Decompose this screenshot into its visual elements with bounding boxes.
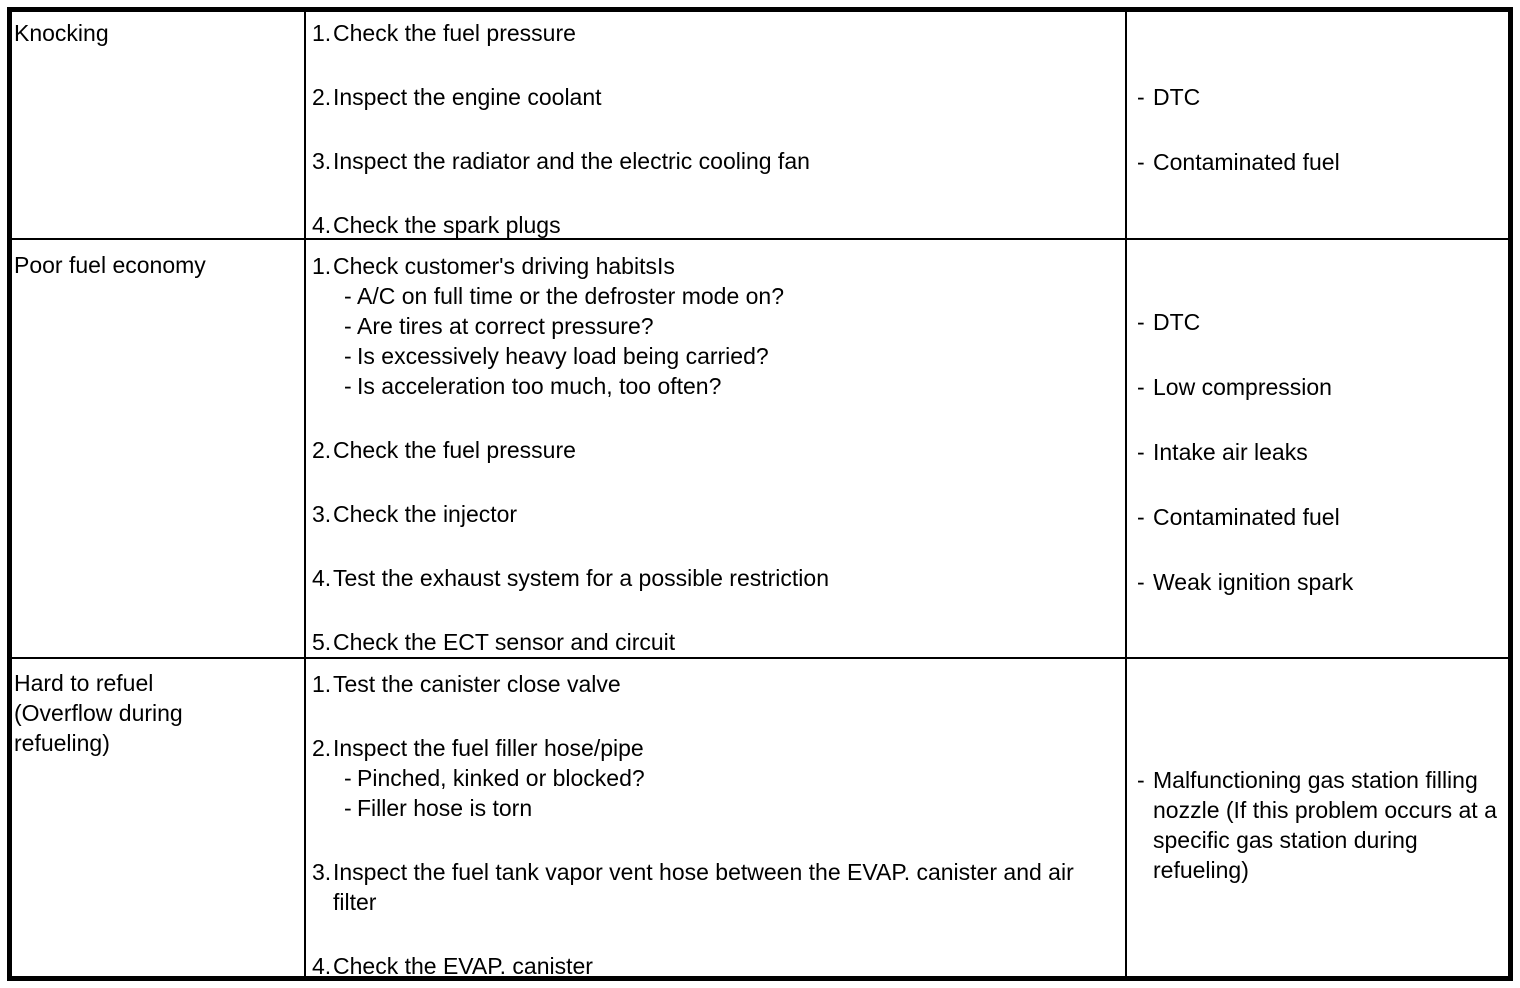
step-item: 4. Test the exhaust system for a possibl… bbox=[312, 563, 1125, 593]
sub-item: - Are tires at correct pressure? bbox=[333, 311, 1121, 341]
sub-item-text: Is excessively heavy load being carried? bbox=[357, 343, 769, 369]
cause-item: - Weak ignition spark bbox=[1137, 567, 1502, 597]
cause-item: - DTC bbox=[1137, 307, 1502, 337]
step-number: 3. bbox=[312, 501, 332, 527]
sub-item-text: A/C on full time or the defroster mode o… bbox=[357, 283, 784, 309]
table-row: Hard to refuel (Overflow during refuelin… bbox=[12, 659, 1508, 976]
sub-item: - Is excessively heavy load being carrie… bbox=[333, 341, 1121, 371]
cause-item: - Intake air leaks bbox=[1137, 437, 1502, 467]
sub-item-text: Is acceleration too much, too often? bbox=[357, 373, 722, 399]
step-text: Check customer's driving habitsIs - A/C … bbox=[333, 251, 1125, 401]
step-number: 3. bbox=[312, 859, 332, 885]
cause-text: Intake air leaks bbox=[1153, 439, 1308, 465]
symptom-text: Knocking bbox=[14, 20, 109, 46]
step-item: 1. Check customer's driving habitsIs - A… bbox=[312, 251, 1125, 401]
bullet-dash: - bbox=[344, 765, 352, 791]
causes-cell: - DTC - Low compression - Intake air lea… bbox=[1127, 240, 1508, 657]
step-item: 2. Check the fuel pressure bbox=[312, 435, 1125, 465]
step-number: 4. bbox=[312, 212, 332, 238]
step-number: 3. bbox=[312, 148, 332, 174]
step-item: 2. Inspect the engine coolant bbox=[312, 82, 1125, 112]
step-number: 1. bbox=[312, 671, 332, 697]
step-text-main: Inspect the fuel filler hose/pipe bbox=[333, 735, 644, 761]
step-number: 1. bbox=[312, 20, 332, 46]
step-number: 2. bbox=[312, 84, 332, 110]
cause-item: - Contaminated fuel bbox=[1137, 147, 1502, 177]
bullet-dash: - bbox=[1137, 84, 1145, 110]
cause-text: Contaminated fuel bbox=[1153, 504, 1340, 530]
cause-text: Low compression bbox=[1153, 374, 1332, 400]
step-number: 4. bbox=[312, 565, 332, 591]
sub-item: - Pinched, kinked or blocked? bbox=[333, 763, 1121, 793]
symptom-cell: Knocking bbox=[12, 12, 306, 238]
symptom-cell: Poor fuel economy bbox=[12, 240, 306, 657]
step-text: Test the canister close valve bbox=[333, 671, 621, 697]
step-text: Inspect the radiator and the electric co… bbox=[333, 148, 810, 174]
sub-item-text: Pinched, kinked or blocked? bbox=[357, 765, 645, 791]
table-row: Knocking 1. Check the fuel pressure 2. I… bbox=[12, 12, 1508, 240]
step-text: Check the ECT sensor and circuit bbox=[333, 629, 676, 655]
bullet-dash: - bbox=[1137, 504, 1145, 530]
sub-item: - Filler hose is torn bbox=[333, 793, 1121, 823]
steps-cell: 1. Check customer's driving habitsIs - A… bbox=[306, 240, 1127, 657]
step-text: Test the exhaust system for a possible r… bbox=[333, 565, 829, 591]
step-item: 4. Check the spark plugs bbox=[312, 210, 1125, 238]
bullet-dash: - bbox=[344, 795, 352, 821]
bullet-dash: - bbox=[1137, 439, 1145, 465]
step-text-main: Check customer's driving habitsIs bbox=[333, 253, 675, 279]
cause-item: - Low compression bbox=[1137, 372, 1502, 402]
step-text: Inspect the fuel tank vapor vent hose be… bbox=[333, 859, 1074, 915]
step-item: 5. Check the ECT sensor and circuit bbox=[312, 627, 1125, 657]
step-text: Check the spark plugs bbox=[333, 212, 561, 238]
sub-item: - A/C on full time or the defroster mode… bbox=[333, 281, 1121, 311]
sub-item-text: Are tires at correct pressure? bbox=[357, 313, 654, 339]
cause-text: DTC bbox=[1153, 84, 1201, 110]
cause-item: - DTC bbox=[1137, 82, 1502, 112]
cause-text: DTC bbox=[1153, 309, 1201, 335]
steps-cell: 1. Check the fuel pressure 2. Inspect th… bbox=[306, 12, 1127, 238]
step-number: 4. bbox=[312, 953, 332, 976]
step-item: 4. Check the EVAP. canister bbox=[312, 951, 1125, 976]
step-text: Check the injector bbox=[333, 501, 518, 527]
bullet-dash: - bbox=[344, 283, 352, 309]
symptom-cell: Hard to refuel (Overflow during refuelin… bbox=[12, 659, 306, 976]
troubleshooting-table: Knocking 1. Check the fuel pressure 2. I… bbox=[7, 7, 1513, 981]
bullet-dash: - bbox=[344, 343, 352, 369]
cause-text: Malfunctioning gas station filling nozzl… bbox=[1153, 767, 1497, 883]
sub-item: - Is acceleration too much, too often? bbox=[333, 371, 1121, 401]
step-item: 3. Inspect the fuel tank vapor vent hose… bbox=[312, 857, 1125, 917]
cause-item: - Malfunctioning gas station filling noz… bbox=[1137, 765, 1502, 885]
causes-cell: - DTC - Contaminated fuel bbox=[1127, 12, 1508, 238]
step-text: Check the EVAP. canister bbox=[333, 953, 593, 976]
step-item: 1. Check the fuel pressure bbox=[312, 18, 1125, 48]
symptom-text: Hard to refuel (Overflow during refuelin… bbox=[14, 670, 183, 756]
step-text: Check the fuel pressure bbox=[333, 20, 576, 46]
bullet-dash: - bbox=[344, 373, 352, 399]
table-row: Poor fuel economy 1. Check customer's dr… bbox=[12, 240, 1508, 659]
bullet-dash: - bbox=[344, 313, 352, 339]
symptom-text: Poor fuel economy bbox=[14, 252, 206, 278]
step-item: 3. Inspect the radiator and the electric… bbox=[312, 146, 1125, 176]
step-text: Inspect the fuel filler hose/pipe - Pinc… bbox=[333, 733, 1125, 823]
cause-item: - Contaminated fuel bbox=[1137, 502, 1502, 532]
bullet-dash: - bbox=[1137, 569, 1145, 595]
step-number: 2. bbox=[312, 735, 332, 761]
step-item: 2. Inspect the fuel filler hose/pipe - P… bbox=[312, 733, 1125, 823]
sub-item-text: Filler hose is torn bbox=[357, 795, 533, 821]
step-number: 2. bbox=[312, 437, 332, 463]
bullet-dash: - bbox=[1137, 374, 1145, 400]
bullet-dash: - bbox=[1137, 149, 1145, 175]
step-number: 5. bbox=[312, 629, 332, 655]
step-item: 1. Test the canister close valve bbox=[312, 669, 1125, 699]
cause-text: Weak ignition spark bbox=[1153, 569, 1354, 595]
step-text: Inspect the engine coolant bbox=[333, 84, 602, 110]
step-item: 3. Check the injector bbox=[312, 499, 1125, 529]
step-text: Check the fuel pressure bbox=[333, 437, 576, 463]
steps-cell: 1. Test the canister close valve 2. Insp… bbox=[306, 659, 1127, 976]
bullet-dash: - bbox=[1137, 767, 1145, 793]
cause-text: Contaminated fuel bbox=[1153, 149, 1340, 175]
bullet-dash: - bbox=[1137, 309, 1145, 335]
causes-cell: - Malfunctioning gas station filling noz… bbox=[1127, 659, 1508, 976]
step-number: 1. bbox=[312, 253, 332, 279]
